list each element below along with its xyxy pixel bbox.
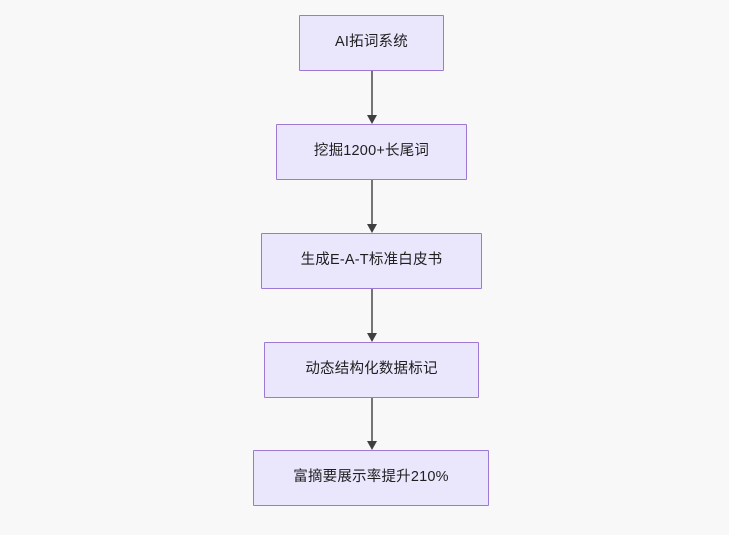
arrow-down-icon <box>366 115 377 124</box>
flow-node-label: 生成E-A-T标准白皮书 <box>300 252 443 269</box>
flow-node[interactable]: 挖掘1200+长尾词 <box>276 124 467 180</box>
flow-node-label: AI拓词系统 <box>335 34 408 51</box>
flow-node[interactable]: 富摘要展示率提升210% <box>253 450 489 506</box>
flow-edge-line <box>371 398 373 442</box>
arrow-down-icon <box>366 333 377 342</box>
arrow-down-icon <box>366 224 377 233</box>
flow-edge-line <box>371 180 373 225</box>
flow-node-label: 富摘要展示率提升210% <box>293 469 449 486</box>
flow-node[interactable]: AI拓词系统 <box>299 15 444 71</box>
flow-node[interactable]: 生成E-A-T标准白皮书 <box>261 233 482 289</box>
flow-node-label: 动态结构化数据标记 <box>305 361 438 378</box>
flow-node[interactable]: 动态结构化数据标记 <box>264 342 479 398</box>
arrow-down-icon <box>366 441 377 450</box>
flow-edge-line <box>371 289 373 334</box>
flow-edge-line <box>371 71 373 116</box>
flow-node-label: 挖掘1200+长尾词 <box>313 143 430 160</box>
